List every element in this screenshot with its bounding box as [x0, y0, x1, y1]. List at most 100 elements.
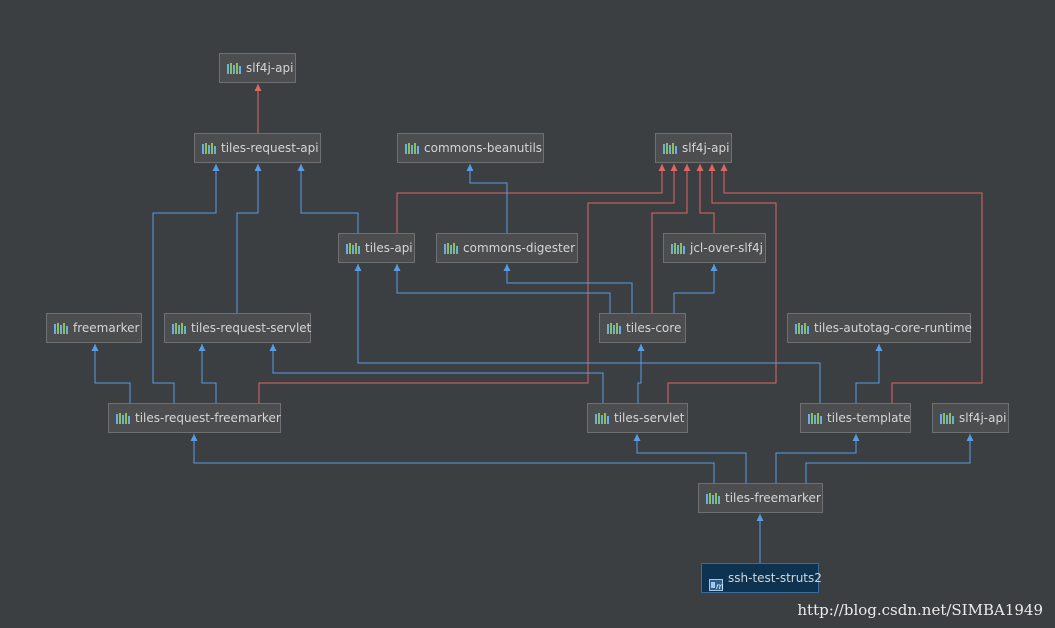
arrowhead	[696, 164, 704, 171]
edge-tiles-freemarker-to-tiles-request-freemarker	[190, 434, 715, 483]
maven-library-icon	[706, 493, 720, 504]
edge-tiles-api-to-slf4j-api-mid	[396, 164, 666, 233]
maven-library-icon	[116, 413, 130, 424]
edge-tiles-servlet-to-tiles-core	[637, 344, 645, 403]
arrowhead	[198, 344, 206, 351]
arrowhead	[254, 164, 262, 171]
node-tiles-core[interactable]: tiles-core	[599, 313, 686, 343]
maven-library-icon	[227, 63, 241, 74]
node-commons-beanutils[interactable]: commons-beanutils	[397, 133, 544, 163]
edge-tiles-template-to-tiles-api	[354, 264, 821, 403]
maven-library-icon	[54, 323, 68, 334]
maven-library-icon	[795, 323, 809, 334]
node-jcl-over-slf4j[interactable]: jcl-over-slf4j	[663, 233, 766, 263]
edge-tiles-template-to-tiles-autotag-core-runtime	[855, 344, 883, 403]
edge-tiles-core-to-commons-digester	[503, 264, 633, 313]
node-freemarker[interactable]: freemarker	[46, 313, 142, 343]
node-label: ssh-test-struts2	[728, 571, 822, 585]
node-label: commons-digester	[463, 241, 576, 255]
edge-ssh-test-struts2-to-tiles-freemarker	[756, 514, 764, 563]
maven-library-icon	[202, 143, 216, 154]
node-label: tiles-request-freemarker	[135, 411, 281, 425]
maven-library-icon	[405, 143, 419, 154]
node-tiles-servlet[interactable]: tiles-servlet	[587, 403, 688, 433]
edge-tiles-request-servlet-to-tiles-request-api	[236, 164, 262, 313]
node-label: freemarker	[73, 321, 140, 335]
edge-tiles-servlet-to-tiles-request-servlet	[269, 344, 604, 403]
node-slf4j-api-top[interactable]: slf4j-api	[219, 53, 296, 83]
node-tiles-api[interactable]: tiles-api	[338, 233, 415, 263]
arrowhead	[393, 264, 401, 271]
arrowhead	[254, 84, 262, 91]
edge-tiles-request-freemarker-to-freemarker	[91, 344, 131, 403]
edge-jcl-over-slf4j-to-slf4j-api-mid	[696, 164, 715, 233]
node-label: jcl-over-slf4j	[690, 241, 763, 255]
node-label: tiles-core	[626, 321, 682, 335]
node-slf4j-api-right[interactable]: slf4j-api	[932, 403, 1009, 433]
node-tiles-freemarker[interactable]: tiles-freemarker	[698, 483, 823, 513]
edge-tiles-core-to-slf4j-api-mid	[651, 164, 691, 313]
arrowhead	[91, 344, 99, 351]
node-label: tiles-request-servlet	[191, 321, 312, 335]
edge-tiles-freemarker-to-slf4j-api-right	[805, 434, 974, 483]
arrowhead	[670, 164, 678, 171]
arrowhead	[466, 164, 474, 171]
node-label: tiles-api	[365, 241, 413, 255]
node-tiles-request-freemarker[interactable]: tiles-request-freemarker	[108, 403, 281, 433]
arrowhead	[503, 264, 511, 271]
node-label: tiles-autotag-core-runtime	[814, 321, 972, 335]
maven-library-icon	[671, 243, 685, 254]
arrowhead	[212, 164, 220, 171]
edge-tiles-core-to-jcl-over-slf4j	[673, 264, 718, 313]
edge-commons-digester-to-commons-beanutils	[466, 164, 508, 233]
maven-library-icon	[940, 413, 954, 424]
node-label: tiles-template	[827, 411, 911, 425]
node-tiles-autotag-core-runtime[interactable]: tiles-autotag-core-runtime	[787, 313, 972, 343]
maven-library-icon	[172, 323, 186, 334]
arrowhead	[720, 164, 728, 171]
maven-library-icon	[595, 413, 609, 424]
node-tiles-request-servlet[interactable]: tiles-request-servlet	[164, 313, 311, 343]
maven-library-icon	[607, 323, 621, 334]
arrowhead	[637, 344, 645, 351]
node-label: tiles-servlet	[614, 411, 685, 425]
node-label: slf4j-api	[246, 61, 294, 75]
arrowhead	[756, 514, 764, 521]
edge-tiles-servlet-to-slf4j-api-mid	[667, 164, 777, 403]
edge-tiles-freemarker-to-tiles-servlet	[633, 434, 747, 483]
node-label: slf4j-api	[682, 141, 730, 155]
edge-tiles-freemarker-to-tiles-template	[775, 434, 860, 483]
edge-tiles-api-to-tiles-request-api	[297, 164, 359, 233]
maven-library-icon	[346, 243, 360, 254]
arrowhead	[633, 434, 641, 441]
arrowhead	[683, 164, 691, 171]
edge-tiles-core-to-tiles-api	[393, 264, 611, 313]
edge-tiles-request-freemarker-to-tiles-request-servlet	[198, 344, 217, 403]
arrowhead	[297, 164, 305, 171]
maven-library-icon	[808, 413, 822, 424]
maven-module-icon: m	[709, 573, 724, 591]
arrowhead	[966, 434, 974, 441]
arrowhead	[708, 164, 716, 171]
arrowhead	[875, 344, 883, 351]
arrowhead	[852, 434, 860, 441]
node-label: tiles-freemarker	[725, 491, 821, 505]
node-label: slf4j-api	[959, 411, 1007, 425]
node-slf4j-api-mid[interactable]: slf4j-api	[655, 133, 732, 163]
edge-tiles-request-freemarker-to-tiles-request-api	[152, 164, 220, 403]
edge-tiles-template-to-slf4j-api-mid	[720, 164, 983, 403]
node-label: commons-beanutils	[424, 141, 543, 155]
edge-tiles-request-api-to-slf4j-api-top	[254, 84, 262, 133]
arrowhead	[269, 344, 277, 351]
maven-library-icon	[444, 243, 458, 254]
node-ssh-test-struts2[interactable]: m ssh-test-struts2	[701, 563, 822, 593]
arrowhead	[710, 264, 718, 271]
maven-library-icon	[663, 143, 677, 154]
svg-text:m: m	[716, 582, 723, 591]
node-commons-digester[interactable]: commons-digester	[436, 233, 578, 263]
arrowhead	[190, 434, 198, 441]
arrowhead	[354, 264, 362, 271]
node-tiles-template[interactable]: tiles-template	[800, 403, 911, 433]
node-tiles-request-api[interactable]: tiles-request-api	[194, 133, 321, 163]
